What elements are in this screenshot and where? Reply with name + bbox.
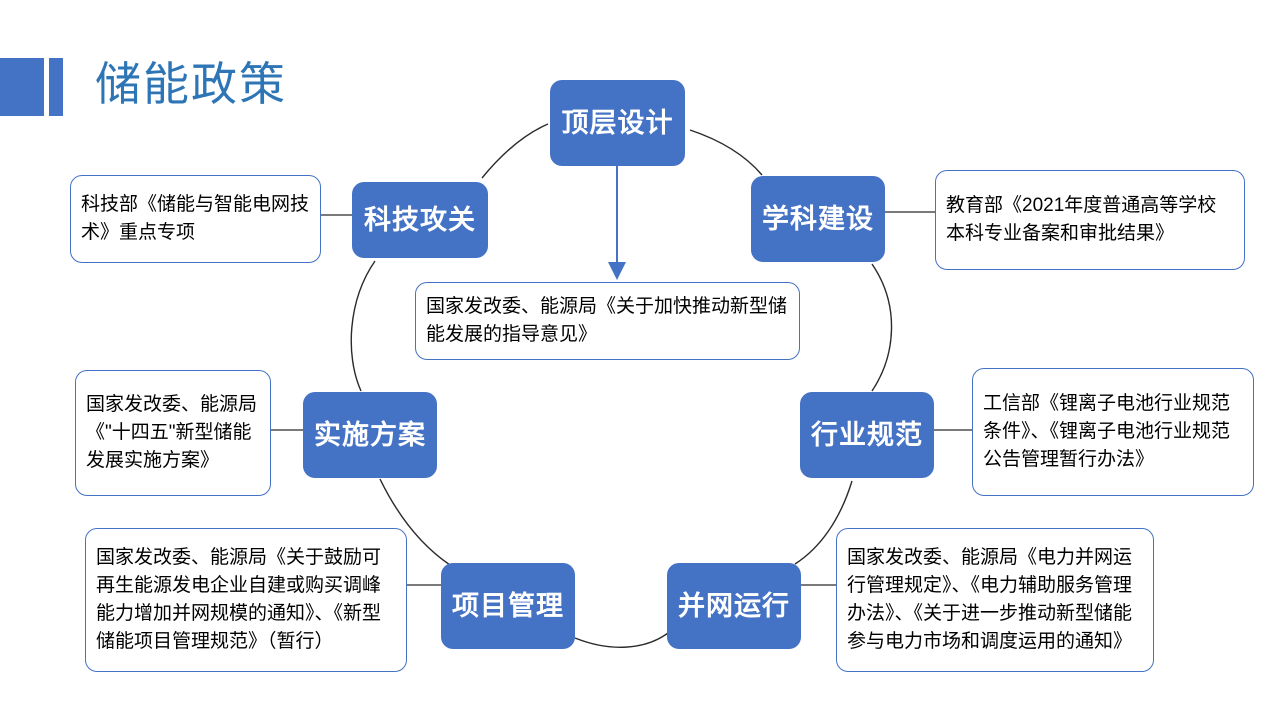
callout-discipline: 教育部《2021年度普通高等学校本科专业备案和审批结果》: [935, 170, 1245, 270]
node-tech-attack-label: 科技攻关: [364, 205, 476, 235]
node-discipline[interactable]: 学科建设: [751, 176, 885, 262]
node-discipline-label: 学科建设: [762, 204, 874, 234]
callout-discipline-text: 教育部《2021年度普通高等学校本科专业备案和审批结果》: [946, 195, 1217, 244]
title-accent-block: [0, 58, 44, 116]
callout-proj-manage: 国家发改委、能源局《关于鼓励可再生能源发电企业自建或购买调峰能力增加并网规模的通…: [85, 528, 407, 672]
callout-top-design-text: 国家发改委、能源局《关于加快推动新型储能发展的指导意见》: [426, 296, 788, 345]
callout-tech-attack-text: 科技部《储能与智能电网技术》重点专项: [81, 194, 310, 243]
callout-top-design: 国家发改委、能源局《关于加快推动新型储能发展的指导意见》: [415, 282, 800, 360]
node-industry-std-label: 行业规范: [811, 420, 923, 450]
callout-impl-plan: 国家发改委、能源局《"十四五"新型储能发展实施方案》: [75, 370, 271, 496]
page-title: 储能政策: [95, 58, 287, 110]
node-tech-attack[interactable]: 科技攻关: [352, 182, 488, 258]
node-top-design-label: 顶层设计: [561, 108, 674, 138]
callout-grid-op-text: 国家发改委、能源局《电力并网运行管理规定》、《电力辅助服务管理办法》、《关于进一…: [847, 547, 1133, 652]
node-grid-op[interactable]: 并网运行: [667, 563, 801, 649]
node-impl-plan-label: 实施方案: [314, 420, 426, 450]
callout-impl-plan-text: 国家发改委、能源局《"十四五"新型储能发展实施方案》: [86, 394, 258, 471]
node-impl-plan[interactable]: 实施方案: [303, 392, 437, 478]
node-proj-manage[interactable]: 项目管理: [441, 563, 575, 649]
callout-industry-std: 工信部《锂离子电池行业规范条件》、《锂离子电池行业规范公告管理暂行办法》: [972, 368, 1254, 496]
callout-industry-std-text: 工信部《锂离子电池行业规范条件》、《锂离子电池行业规范公告管理暂行办法》: [983, 393, 1231, 470]
node-grid-op-label: 并网运行: [678, 591, 790, 621]
node-top-design[interactable]: 顶层设计: [550, 80, 685, 166]
node-proj-manage-label: 项目管理: [452, 591, 564, 621]
callout-tech-attack: 科技部《储能与智能电网技术》重点专项: [70, 175, 321, 263]
callout-proj-manage-text: 国家发改委、能源局《关于鼓励可再生能源发电企业自建或购买调峰能力增加并网规模的通…: [96, 547, 382, 652]
callout-grid-op: 国家发改委、能源局《电力并网运行管理规定》、《电力辅助服务管理办法》、《关于进一…: [836, 528, 1154, 672]
node-industry-std[interactable]: 行业规范: [800, 392, 934, 478]
title-accent-bar: [49, 58, 63, 116]
